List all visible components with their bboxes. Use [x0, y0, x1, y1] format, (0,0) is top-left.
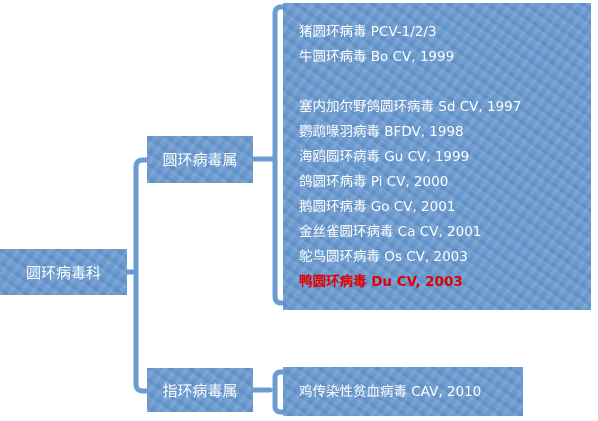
species-item: 猪圆环病毒 PCV-1/2/3	[299, 24, 437, 40]
species-item: 鸵鸟圆环病毒 Os CV, 2003	[299, 249, 468, 265]
genus-node-gyrovirus: 指环病毒属	[147, 368, 253, 412]
family-label: 圆环病毒科	[25, 263, 101, 282]
species-item: 牛圆环病毒 Bo CV, 1999	[299, 49, 455, 65]
family-node: 圆环病毒科	[0, 249, 127, 295]
gyrovirus-species-panel: 鸡传染性贫血病毒 CAV, 2010	[283, 367, 523, 416]
species-item: 鹦鹉喙羽病毒 BFDV, 1998	[299, 124, 464, 140]
species-item-highlighted: 鸭圆环病毒 Du CV, 2003	[299, 274, 463, 290]
circovirus-species-panel: 猪圆环病毒 PCV-1/2/3 牛圆环病毒 Bo CV, 1999 塞内加尔野鸽…	[283, 3, 591, 310]
species-item: 金丝雀圆环病毒 Ca CV, 2001	[299, 224, 482, 240]
genus-label-gyrovirus: 指环病毒属	[162, 381, 238, 400]
species-item: 鹅圆环病毒 Go CV, 2001	[299, 199, 456, 215]
species-item: 鸽圆环病毒 Pi CV, 2000	[299, 174, 449, 190]
species-item: 鸡传染性贫血病毒 CAV, 2010	[299, 384, 482, 400]
genus-node-circovirus: 圆环病毒属	[147, 136, 253, 183]
genera-bracket	[133, 157, 151, 394]
circovirus-species-list: 猪圆环病毒 PCV-1/2/3 牛圆环病毒 Bo CV, 1999 塞内加尔野鸽…	[299, 20, 521, 295]
species-item: 海鸥圆环病毒 Gu CV, 1999	[299, 149, 470, 165]
species-item: 塞内加尔野鸽圆环病毒 Sd CV, 1997	[299, 99, 522, 115]
list-spacer	[299, 70, 521, 95]
genus-label-circovirus: 圆环病毒属	[162, 151, 238, 169]
